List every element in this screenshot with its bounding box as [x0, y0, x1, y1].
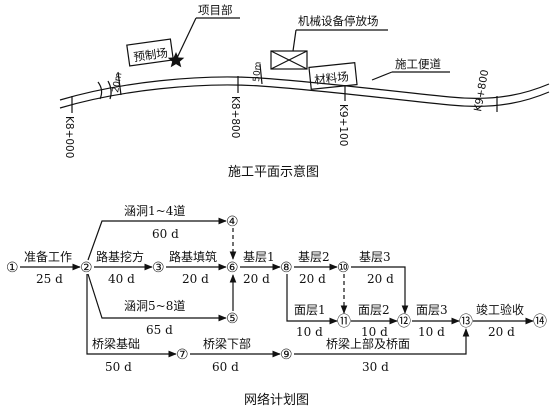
- station-k9-100: K9+100: [337, 104, 349, 146]
- label-access-road: 施工便道: [395, 57, 441, 71]
- activity-prep-duration: 25 d: [36, 272, 63, 286]
- label-dist-20m: 20m: [111, 72, 124, 94]
- arrow-bridge-super: [294, 328, 470, 355]
- road-edge-upper: [59, 76, 550, 101]
- material-yard-box: [308, 61, 358, 91]
- node-6: ⑥: [226, 260, 239, 276]
- activity-bridge-super-duration: 30 d: [362, 360, 389, 374]
- activity-surface1-duration: 10 d: [296, 325, 323, 339]
- activity-prep-name: 准备工作: [24, 250, 72, 264]
- activity-excavation-name: 路基挖方: [96, 249, 144, 264]
- node-7: ⑦: [176, 347, 189, 363]
- label-material-yard: 材料场: [314, 69, 350, 87]
- label-dist-50m: 50m: [252, 61, 264, 82]
- dim-line-50m: [259, 63, 263, 85]
- project-dept-star-icon: [167, 52, 185, 68]
- machinery-yard-cross-2: [270, 50, 308, 70]
- activity-surface2-duration: 10 d: [361, 325, 388, 339]
- arrow-base3: [351, 266, 409, 314]
- precast-yard-box: [126, 38, 174, 67]
- node-12: ⑫: [397, 314, 411, 330]
- network-arrows: [20, 217, 534, 358]
- activity-surface3-name: 面层3: [416, 303, 448, 317]
- node-4: ④: [226, 214, 239, 230]
- site-plan-caption: 施工平面示意图: [228, 164, 319, 180]
- activity-acceptance-name: 竣工验收: [476, 302, 524, 317]
- leader-project-dept: [176, 17, 197, 59]
- activity-base2-duration: 20 d: [299, 272, 326, 286]
- road-edge-lower: [59, 84, 550, 109]
- activity-surface1-name: 面层1: [294, 303, 326, 317]
- label-precast-yard: 预制场: [133, 46, 169, 65]
- arrow-culvert-b: [87, 273, 227, 322]
- activity-acceptance-duration: 20 d: [488, 325, 515, 339]
- node-2: ②: [80, 260, 93, 276]
- activity-base1-duration: 20 d: [243, 272, 270, 286]
- activity-bridge-found-name: 桥梁基础: [92, 336, 140, 351]
- node-1: ①: [6, 260, 19, 276]
- node-10: ⑩: [337, 260, 350, 276]
- activity-bridge-sub-name: 桥梁下部: [203, 336, 251, 351]
- activity-bridge-found-duration: 50 d: [105, 360, 132, 374]
- activity-bridge-super-name: 桥梁上部及桥面: [326, 336, 410, 351]
- activity-surface3-duration: 10 d: [418, 325, 445, 339]
- activity-culvert-a-duration: 60 d: [152, 227, 179, 241]
- activity-base3-name: 基层3: [359, 250, 391, 264]
- leader-access-road: [371, 71, 393, 81]
- activity-culvert-b-name: 涵洞5~8道: [124, 299, 185, 313]
- arrow-culvert-a: [87, 217, 227, 261]
- network-labels: 准备工作 25 d 路基挖方 40 d 路基填筑 20 d 涵洞1~4道 60 …: [24, 204, 524, 374]
- node-13: ⑬: [459, 314, 473, 330]
- river-mark: [97, 80, 112, 100]
- activity-fill-name: 路基填筑: [169, 249, 217, 264]
- node-8: ⑧: [280, 260, 293, 276]
- activity-surface2-name: 面层2: [358, 303, 390, 317]
- leader-machinery: [292, 29, 297, 52]
- activity-culvert-a-name: 涵洞1~4道: [124, 204, 185, 218]
- node-11: ⑪: [337, 314, 351, 330]
- node-14: ⑭: [533, 314, 547, 330]
- arrow-surface1: [286, 274, 338, 325]
- dim-line-20m: [117, 71, 122, 96]
- station-k8-800: K8+800: [229, 96, 241, 138]
- network-caption: 网络计划图: [244, 392, 309, 408]
- activity-fill-duration: 20 d: [182, 272, 209, 286]
- label-machinery-yard: 机械设备停放场: [298, 14, 379, 28]
- label-project-dept: 项目部: [198, 3, 233, 17]
- activity-base3-duration: 20 d: [367, 272, 394, 286]
- station-k8-000: K8+000: [63, 116, 75, 158]
- network-nodes: ① ② ③ ④ ⑤ ⑥ ⑦ ⑧ ⑨ ⑩ ⑪ ⑫ ⑬ ⑭: [6, 214, 547, 363]
- site-plan: [59, 17, 550, 113]
- activity-bridge-sub-duration: 60 d: [212, 360, 239, 374]
- arrow-bridge-foundation: [86, 274, 177, 358]
- node-5: ⑤: [226, 311, 239, 327]
- node-9: ⑨: [280, 347, 293, 363]
- activity-base2-name: 基层2: [298, 250, 330, 264]
- node-3: ③: [152, 260, 165, 276]
- activity-excavation-duration: 40 d: [108, 272, 135, 286]
- machinery-yard-box: [270, 50, 308, 70]
- activity-base1-name: 基层1: [243, 250, 275, 264]
- activity-culvert-b-duration: 65 d: [146, 323, 173, 337]
